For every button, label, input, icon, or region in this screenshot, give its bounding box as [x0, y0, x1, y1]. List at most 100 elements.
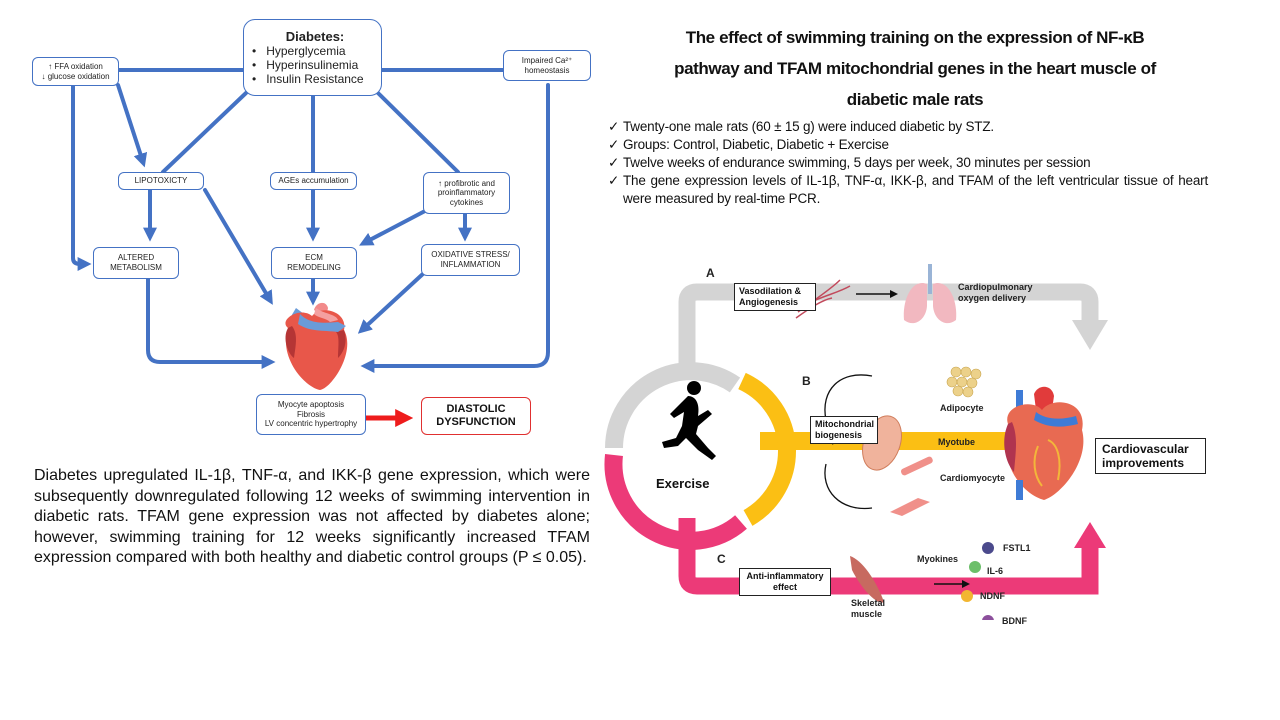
- altered-metabolism-box: ALTERED METABOLISM: [93, 247, 179, 279]
- arrow-ffa-to-lipotoxicity: [116, 83, 148, 168]
- box-line: AGEs accumulation: [278, 176, 349, 186]
- ring-segment-pink: [604, 453, 747, 550]
- box-line: effect: [772, 582, 797, 592]
- curve-arrow-cardiomyocyte: [824, 463, 873, 510]
- myokine-bdnf-label: BDNF: [1002, 616, 1027, 626]
- box-line: ↓ glucose oxidation: [41, 71, 110, 81]
- box-line: LV concentric hypertrophy: [264, 419, 358, 429]
- connector: [161, 91, 248, 174]
- cytokines-box: ↑ profibrotic and proinflammatory cytoki…: [423, 172, 510, 214]
- cardiomyocyte-label: Cardiomyocyte: [940, 473, 1006, 483]
- check-mark-icon: ✓: [608, 119, 620, 134]
- arrow-c-head: [962, 580, 970, 588]
- connector: [376, 91, 460, 174]
- anti-inflammatory-box: Anti-inflammatory effect: [739, 568, 831, 596]
- box-line: ↑ FFA oxidation: [48, 61, 103, 71]
- exercise-benefits-diagram: [604, 264, 1108, 620]
- box-line: improvements: [1102, 456, 1185, 470]
- box-line: Fibrosis: [296, 409, 325, 419]
- pathway-c-letter: C: [717, 552, 726, 566]
- box-line: REMODELING: [287, 263, 341, 272]
- title-line: The effect of swimming training on the e…: [685, 28, 1145, 47]
- diabetes-item: • Hyperglycemia: [252, 43, 346, 58]
- title-line: diabetic male rats: [846, 90, 984, 109]
- ecm-remodeling-box: ECM REMODELING: [271, 247, 357, 279]
- label-line: Cardiopulmonary: [958, 282, 1033, 292]
- box-line: DYSFUNCTION: [436, 416, 516, 428]
- arrow-oxidative-to-heart: [357, 270, 427, 334]
- arrow-a-head: [890, 290, 898, 298]
- box-line: METABOLISM: [110, 263, 162, 272]
- label-line: muscle: [851, 609, 883, 619]
- myotube-icon: [900, 456, 933, 476]
- myokine-dot: [982, 542, 994, 554]
- heart-illustration-left: [285, 302, 348, 390]
- arrow-ffa-to-metabolism: [71, 83, 92, 271]
- myokine-dot: [969, 561, 981, 573]
- myokine-dot: [961, 590, 973, 602]
- arrow-lipo-to-heart: [203, 188, 273, 305]
- myocyte-outcome-box: Myocyte apoptosis Fibrosis LV concentric…: [256, 394, 366, 435]
- myotube-label: Myotube: [938, 437, 975, 447]
- myokine-fstl1-label: FSTL1: [1003, 543, 1031, 553]
- label-line: Skeletal: [851, 598, 886, 608]
- ring-segment-gray: [605, 362, 741, 449]
- arrow-calcium-to-heart: [360, 83, 550, 373]
- myokine-ndnf-label: NDNF: [980, 591, 1005, 601]
- arrow-metabolism-to-heart: [146, 276, 276, 369]
- cardiovascular-improvements-box: Cardiovascular improvements: [1095, 438, 1206, 474]
- box-line: proinflammatory: [437, 188, 496, 198]
- pathway-a-letter: A: [706, 266, 715, 280]
- myokine-il6-label: IL-6: [987, 566, 1004, 576]
- curve-arrow-adipocyte: [824, 374, 873, 421]
- box-line: Anti-inflammatory: [746, 571, 824, 581]
- box-line: ALTERED: [117, 253, 155, 263]
- slide-title: The effect of swimming training on the e…: [610, 22, 1220, 115]
- exercise-label: Exercise: [656, 476, 710, 491]
- cardiomyocyte-icon: [890, 498, 930, 516]
- diabetes-item: • Hyperinsulinemia: [252, 57, 359, 72]
- box-line: DIASTOLIC: [446, 403, 506, 415]
- ring-segment-yellow: [738, 372, 796, 526]
- box-line: ↑ profibrotic and: [438, 178, 495, 188]
- skeletal-muscle-icon: [850, 556, 884, 603]
- diabetes-box: Diabetes: • Hyperglycemia • Hyperinsulin…: [243, 19, 382, 96]
- box-line: Mitochondrial: [815, 419, 874, 429]
- check-mark-icon: ✓: [608, 155, 620, 170]
- diastolic-dysfunction-box: DIASTOLIC DYSFUNCTION: [421, 397, 531, 435]
- ages-accumulation-box: AGEs accumulation: [270, 172, 357, 190]
- skeletal-muscle-label: Skeletal muscle: [851, 598, 885, 620]
- pathway-a-arrowhead: [1072, 320, 1108, 350]
- left-diagram-connectors: [71, 68, 550, 427]
- lungs-icon: [903, 264, 957, 324]
- check-mark-icon: ✓: [608, 173, 620, 188]
- label-line: oxygen delivery: [958, 293, 1027, 303]
- box-line: ECM: [305, 253, 323, 263]
- adipocyte-icon: [946, 366, 982, 398]
- pathway-a-band: [678, 283, 1099, 368]
- oxidative-stress-box: OXIDATIVE STRESS/ INFLAMMATION: [421, 244, 520, 276]
- vasodilation-box: Vasodilation & Angiogenesis: [734, 283, 816, 311]
- box-line: homeostasis: [524, 65, 570, 75]
- box-line: OXIDATIVE STRESS/: [431, 250, 510, 260]
- box-line: biogenesis: [815, 430, 863, 440]
- pathway-c-band: [678, 518, 1099, 595]
- pathway-c-arrowhead: [1074, 522, 1106, 548]
- arrow-cytokines-to-ecm: [359, 209, 427, 246]
- runner-icon: [662, 381, 716, 460]
- cardiopulmonary-label: Cardiopulmonary oxygen delivery: [958, 282, 1033, 304]
- summary-paragraph: Diabetes upregulated IL-1β, TNF-α, and I…: [34, 467, 590, 566]
- lipotoxicity-box: LIPOTOXICTY: [118, 172, 204, 190]
- diabetes-heading: Diabetes:: [285, 28, 345, 44]
- calcium-homeostasis-box: Impaired Ca²⁺ homeostasis: [503, 50, 591, 81]
- box-line: LIPOTOXICTY: [134, 176, 188, 186]
- box-line: Cardiovascular: [1102, 442, 1189, 456]
- mitochondrial-biogenesis-box: Mitochondrial biogenesis: [810, 416, 878, 444]
- box-line: cytokines: [449, 197, 484, 207]
- check-mark-icon: ✓: [608, 137, 620, 152]
- title-line: pathway and TFAM mitochondrial genes in …: [674, 59, 1156, 78]
- bullet-item: ✓Twenty-one male rats (60 ± 15 g) were i…: [608, 119, 994, 134]
- heart-illustration-right: [1004, 386, 1084, 500]
- box-line: Angiogenesis: [739, 297, 799, 307]
- adipocyte-label: Adipocyte: [940, 403, 984, 413]
